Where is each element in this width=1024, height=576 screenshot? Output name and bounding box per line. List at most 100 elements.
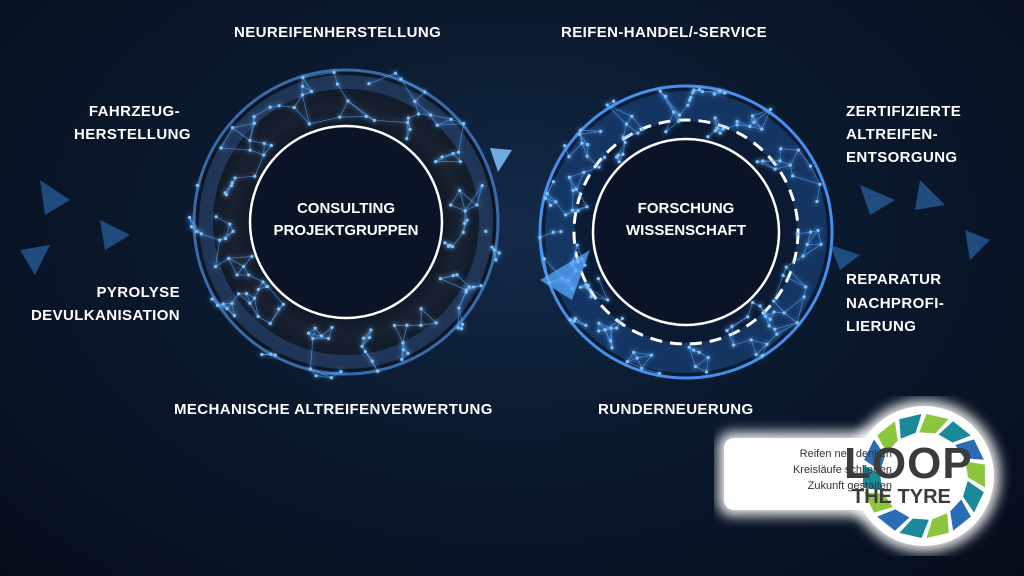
network-node xyxy=(692,88,695,91)
network-node xyxy=(339,370,342,373)
network-node xyxy=(789,164,792,167)
network-node xyxy=(462,122,465,125)
network-node xyxy=(713,116,716,119)
network-node xyxy=(778,159,781,162)
network-node xyxy=(736,120,739,123)
network-node xyxy=(200,232,203,235)
network-node xyxy=(597,329,600,332)
network-node xyxy=(809,165,812,168)
network-node xyxy=(465,288,468,291)
network-node xyxy=(575,188,578,191)
network-node xyxy=(420,307,423,310)
network-node xyxy=(462,231,465,234)
network-node xyxy=(490,246,493,249)
network-node xyxy=(214,265,217,268)
network-node xyxy=(224,191,227,194)
network-node xyxy=(472,285,475,288)
network-node xyxy=(664,95,667,98)
network-node xyxy=(785,266,788,269)
network-node xyxy=(569,318,572,321)
network-node xyxy=(582,171,585,174)
decorative-shards xyxy=(20,180,990,275)
network-node xyxy=(552,180,555,183)
network-node xyxy=(435,321,438,324)
network-node xyxy=(584,324,587,327)
network-node xyxy=(498,251,501,254)
network-node xyxy=(609,339,612,342)
network-node xyxy=(233,314,236,317)
network-node xyxy=(405,137,408,140)
network-node xyxy=(468,285,471,288)
network-node xyxy=(713,92,716,95)
network-node xyxy=(250,255,253,258)
network-node xyxy=(621,317,624,320)
network-node xyxy=(636,356,639,359)
network-node xyxy=(270,144,273,147)
network-node xyxy=(804,285,807,288)
network-node xyxy=(716,127,719,130)
network-node xyxy=(543,257,546,260)
network-node xyxy=(484,230,487,233)
network-node xyxy=(618,160,621,163)
label-neureifenherstellung: NEUREIFENHERSTELLUNG xyxy=(234,21,441,44)
network-node xyxy=(434,160,437,163)
network-node xyxy=(650,353,653,356)
network-node xyxy=(332,71,335,74)
network-node xyxy=(723,91,726,94)
network-node xyxy=(417,112,420,115)
network-node xyxy=(802,295,805,298)
network-node xyxy=(493,248,496,251)
network-node xyxy=(455,273,458,276)
network-node xyxy=(659,90,662,93)
network-node xyxy=(257,288,260,291)
network-node xyxy=(590,295,593,298)
network-node xyxy=(228,223,231,226)
network-node xyxy=(282,303,285,306)
network-node xyxy=(763,311,766,314)
network-node xyxy=(253,297,256,300)
network-node xyxy=(330,326,333,329)
network-node xyxy=(586,286,589,289)
network-node xyxy=(563,144,566,147)
network-node xyxy=(373,119,376,122)
network-node xyxy=(451,152,454,155)
network-node xyxy=(816,229,819,232)
network-node xyxy=(406,121,409,124)
network-node xyxy=(698,351,701,354)
label-zertifizierte-altreifen-entsorgung: ZERTIFIZIERTE ALTREIFEN- ENTSORGUNG xyxy=(846,100,961,169)
network-node xyxy=(564,213,567,216)
network-node xyxy=(405,324,408,327)
network-node xyxy=(746,315,749,318)
network-node xyxy=(216,304,219,307)
network-node xyxy=(610,346,613,349)
network-node xyxy=(774,168,777,171)
network-node xyxy=(707,356,710,359)
network-node xyxy=(549,204,552,207)
network-node xyxy=(568,176,571,179)
network-node xyxy=(624,141,627,144)
loop-the-tyre-logo: Reifen neu denken Kreisläufe schließen Z… xyxy=(714,396,1014,556)
network-node xyxy=(705,370,708,373)
network-node xyxy=(457,306,460,309)
network-node xyxy=(719,132,722,135)
network-node xyxy=(218,239,221,242)
network-node xyxy=(736,123,739,126)
label-nachprofilierung: NACHPROFI- LIERUNG xyxy=(846,292,944,338)
network-node xyxy=(463,222,466,225)
network-node xyxy=(393,324,396,327)
network-node xyxy=(686,104,689,107)
network-node xyxy=(269,106,272,109)
network-node xyxy=(215,215,218,218)
right-center-label: FORSCHUNG WISSENSCHAFT xyxy=(606,198,766,242)
network-node xyxy=(408,128,411,131)
network-node xyxy=(761,354,764,357)
network-node xyxy=(544,197,547,200)
network-node xyxy=(314,374,317,377)
network-node xyxy=(796,232,799,235)
network-node xyxy=(371,360,374,363)
network-node xyxy=(293,106,296,109)
network-node xyxy=(636,132,639,135)
network-node xyxy=(768,324,771,327)
network-node xyxy=(257,315,260,318)
network-node xyxy=(779,147,782,150)
